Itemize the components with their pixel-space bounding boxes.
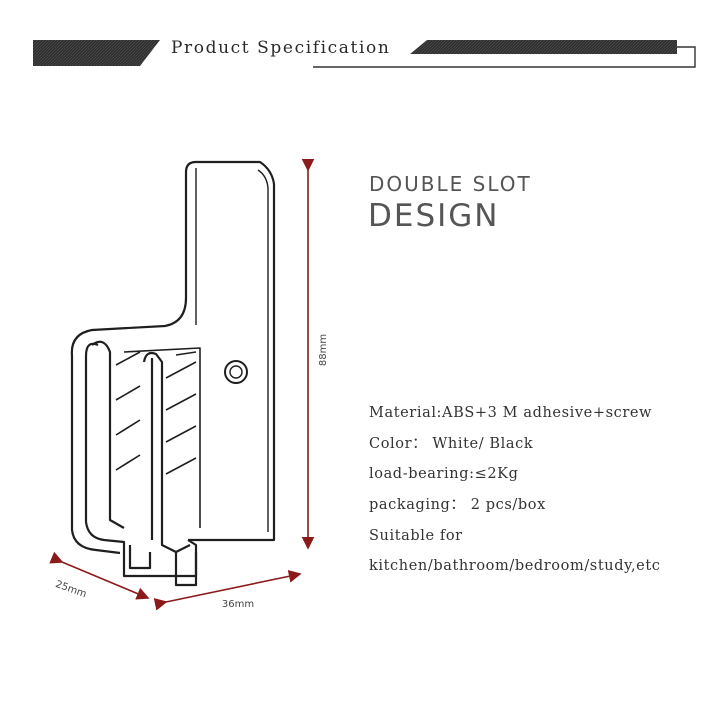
screw-hole bbox=[224, 360, 248, 384]
depth-dimension-label: 25mm bbox=[54, 579, 88, 600]
width-dimension-label: 36mm bbox=[222, 599, 254, 610]
spec-packaging: packaging： 2 pcs/box bbox=[369, 497, 546, 514]
width-dimension-line bbox=[153, 570, 302, 611]
height-dimension-label: 88mm bbox=[318, 334, 329, 366]
banner-underline bbox=[313, 46, 696, 68]
banner-bar-left bbox=[33, 40, 160, 66]
spec-load-bearing: load-bearing:≤2Kg bbox=[369, 466, 519, 483]
spec-material: Material:ABS+3 M adhesive+screw bbox=[369, 405, 653, 421]
spec-rooms: kitchen/bathroom/bedroom/study,etc bbox=[369, 558, 661, 575]
heading-design: DESIGN bbox=[368, 198, 500, 234]
banner-bar-right bbox=[410, 40, 677, 54]
depth-dimension-line bbox=[49, 551, 150, 600]
header-banner bbox=[33, 40, 696, 68]
banner-title: Product Specification bbox=[171, 38, 391, 58]
spec-color: Color： White/ Black bbox=[369, 435, 534, 452]
holder-outline bbox=[70, 160, 276, 587]
spec-list: Material:ABS+3 M adhesive+screw Color： W… bbox=[369, 398, 661, 582]
heading-double-slot: DOUBLE SLOT bbox=[369, 172, 532, 196]
spec-suitable-for: Suitable for bbox=[369, 527, 463, 544]
